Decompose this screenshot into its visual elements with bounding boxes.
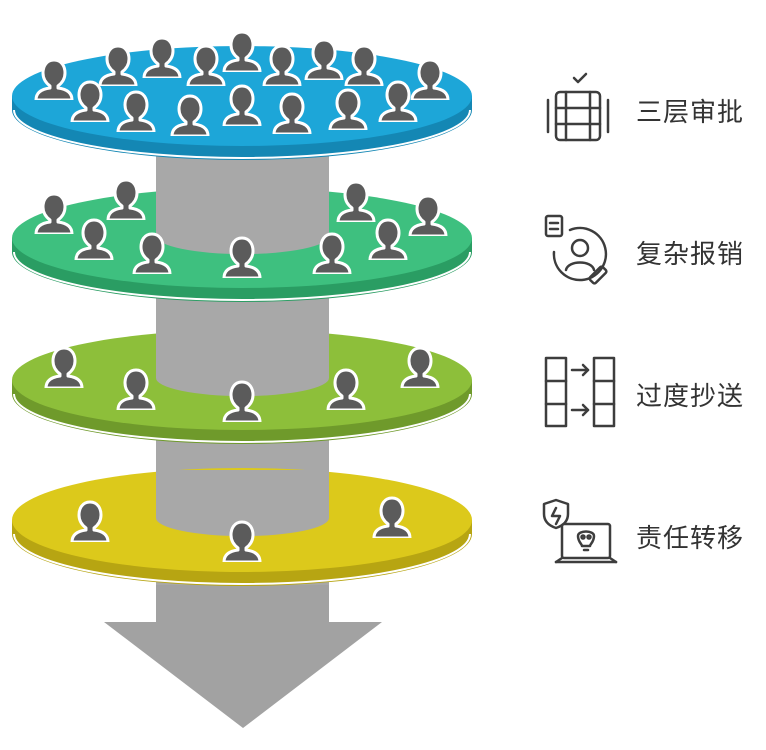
- forwarding-arrows-icon: [544, 356, 616, 428]
- shield-skull-laptop-icon: [542, 498, 618, 564]
- legend-label: 三层审批: [636, 98, 745, 128]
- legend-label: 责任转移: [636, 524, 745, 554]
- legend-label: 过度抄送: [636, 382, 745, 412]
- legend-label: 复杂报销: [636, 240, 745, 270]
- document-person-pen-icon: [544, 214, 608, 285]
- legend-item-responsibility: 责任转移: [540, 496, 760, 572]
- down-arrow: [104, 580, 382, 728]
- legend-item-cc: 过度抄送: [540, 354, 760, 430]
- stacked-approval-icon: [546, 72, 610, 142]
- legend-item-approval: 三层审批: [540, 70, 760, 146]
- legend-item-reimbursement: 复杂报销: [540, 212, 760, 288]
